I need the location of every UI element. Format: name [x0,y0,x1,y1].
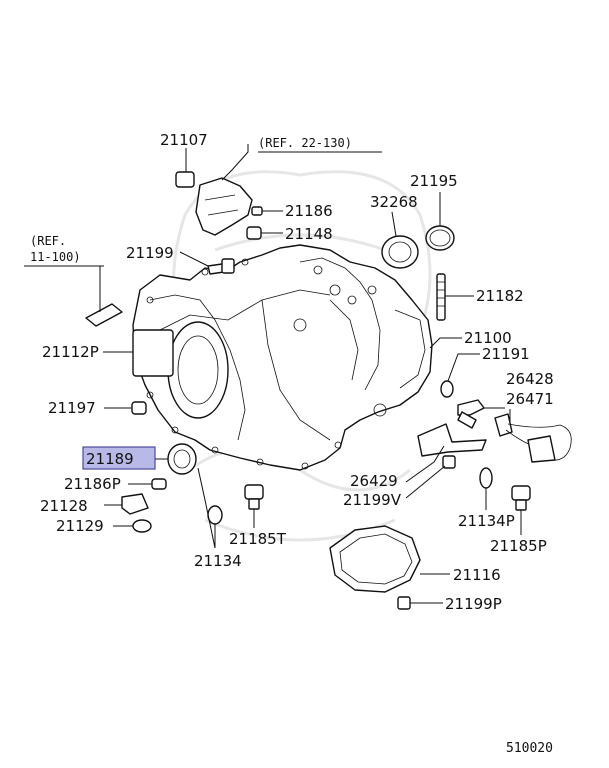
part-21107-fitting [175,171,195,188]
callout-21199p: 21199P [445,595,502,613]
callout-26471: 26471 [506,390,554,408]
part-21186-pin [251,206,263,216]
part-32268-seal [381,235,419,269]
part-21128-bracket [121,493,149,515]
part-ref-11-100-pin [85,303,123,327]
callout-21185p: 21185P [490,537,547,555]
part-21148-bushing [246,226,262,240]
diagram-code: 510020 [506,741,553,756]
part-21129-cap [132,519,152,533]
part-21185t-bolt [244,484,264,510]
part-21186p-pin [151,478,167,490]
callout-21129: 21129 [56,517,104,535]
callout-21107: 21107 [160,131,208,149]
ref-11-100-label-line1: (REF. [30,234,66,248]
part-21191-washer [440,380,454,398]
callout-21148: 21148 [285,225,333,243]
part-21185p-bolt [511,485,531,511]
transaxle-case [132,244,433,471]
callout-21116: 21116 [453,566,501,584]
callout-21191: 21191 [482,345,530,363]
part-21199v-bolt [442,455,456,469]
callout-21189: 21189 [86,450,134,468]
highlight-box-21189 [82,446,156,470]
leader-lines [99,144,522,604]
callout-21197: 21197 [48,399,96,417]
callout-21134p: 21134P [458,512,515,530]
callout-21128: 21128 [40,497,88,515]
ref-22-130-label: (REF. 22-130) [258,136,352,150]
callout-21185t: 21185T [229,530,287,548]
part-21189-seal [167,443,197,475]
part-21199-bolt [207,258,235,275]
callout-21186: 21186 [285,202,333,220]
part-21182-stud [436,273,446,321]
part-21134-gasket [207,505,223,525]
callout-21195: 21195 [410,172,458,190]
part-21134p-gasket [479,467,493,489]
callout-21199v: 21199V [343,491,402,509]
callout-21100: 21100 [464,329,512,347]
part-21112p-plate [132,329,174,377]
callout-21182: 21182 [476,287,524,305]
ref-11-100-label-line2: 11-100) [30,250,81,264]
callout-21186p: 21186P [64,475,121,493]
callout-21199: 21199 [126,244,174,262]
part-ref-22-130-bracket [195,177,253,236]
callout-32268: 32268 [370,193,418,211]
callout-21112p: 21112P [42,343,99,361]
callout-26428: 26428 [506,370,554,388]
part-26471-harness [494,413,572,463]
part-26428-sensor [457,399,485,429]
part-21197-plug [131,401,147,415]
callout-21134: 21134 [194,552,242,570]
callout-26429: 26429 [350,472,398,490]
part-21199p-bolt [397,596,411,610]
part-21195-ring [425,225,455,251]
part-26429-bracket [417,423,487,457]
part-21116-oil-pan [329,525,421,593]
